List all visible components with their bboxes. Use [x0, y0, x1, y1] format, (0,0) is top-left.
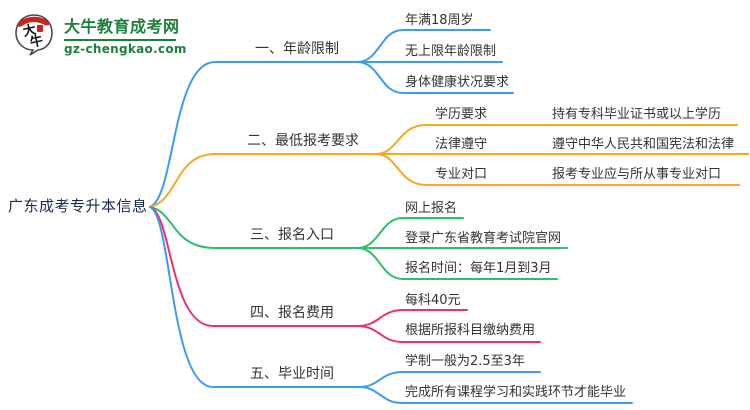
branch-3-child-1: 网上报名 — [405, 201, 458, 216]
logo-divider — [64, 38, 176, 41]
branch-5-child-2: 完成所有课程学习和实践环节才能毕业 — [405, 385, 627, 400]
branch-1-child-3: 身体健康状况要求 — [405, 75, 510, 90]
branch-3-connector — [149, 206, 358, 249]
branch-2-child-1: 学历要求 — [435, 107, 488, 122]
svg-text:大: 大 — [22, 22, 38, 40]
branch-1-child-1: 年满18周岁 — [405, 13, 474, 28]
branch-2-child-3-connector — [375, 153, 740, 186]
branch-3-child-3: 报名时间：每年1月到3月 — [405, 261, 552, 276]
site-logo[interactable]: 大 牛 大牛教育成考网 gz-chengkao.com — [10, 10, 187, 58]
svg-text:牛: 牛 — [29, 33, 45, 51]
branch-2-child-2: 法律遵守 — [435, 137, 488, 152]
branch-5-label: 五、毕业时间 — [250, 366, 334, 382]
branch-4-connector — [149, 206, 358, 327]
branch-4-child-2: 根据所报科目缴纳费用 — [405, 323, 536, 338]
branch-2-connector — [149, 153, 377, 208]
branch-2-child-3: 专业对口 — [435, 167, 488, 182]
branch-4-child-1: 每科40元 — [405, 293, 461, 308]
branch-4-child-1-connector — [356, 309, 468, 327]
branch-1-child-3-connector — [356, 61, 514, 94]
branch-1-label: 一、年龄限制 — [255, 41, 339, 57]
branch-5-connector — [149, 206, 360, 388]
branch-2-child-3-detail: 报考专业应与所从事专业对口 — [552, 167, 722, 182]
branch-5-child-2-connector — [358, 386, 633, 404]
branch-1-connector — [149, 61, 358, 208]
branch-3-child-3-connector — [356, 247, 558, 280]
branch-4-child-2-connector — [356, 325, 541, 343]
branch-5-child-1: 学制一般为2.5至3年 — [405, 354, 525, 369]
logo-text-block: 大牛教育成考网 gz-chengkao.com — [64, 13, 187, 56]
branch-2-child-2-detail: 遵守中华人民共和国宪法和法律 — [552, 137, 735, 152]
branch-4-label: 四、报名费用 — [250, 305, 334, 321]
branch-1-child-1-connector — [356, 29, 491, 63]
logo-title: 大牛教育成考网 — [64, 16, 180, 36]
root-node: 广东成考专升本信息 — [8, 197, 148, 215]
branch-3-child-1-connector — [356, 217, 464, 249]
daniu-logo-icon: 大 牛 — [15, 14, 53, 56]
branch-3-label: 三、报名入口 — [250, 227, 334, 243]
logo-url: gz-chengkao.com — [64, 41, 187, 56]
branch-2-child-1-detail: 持有专科毕业证书或以上学历 — [552, 107, 722, 122]
branch-2-label: 二、最低报考要求 — [247, 133, 359, 149]
branch-1-child-2: 无上限年龄限制 — [405, 44, 497, 59]
branch-3-child-2: 登录广东省教育考试院官网 — [405, 231, 562, 246]
